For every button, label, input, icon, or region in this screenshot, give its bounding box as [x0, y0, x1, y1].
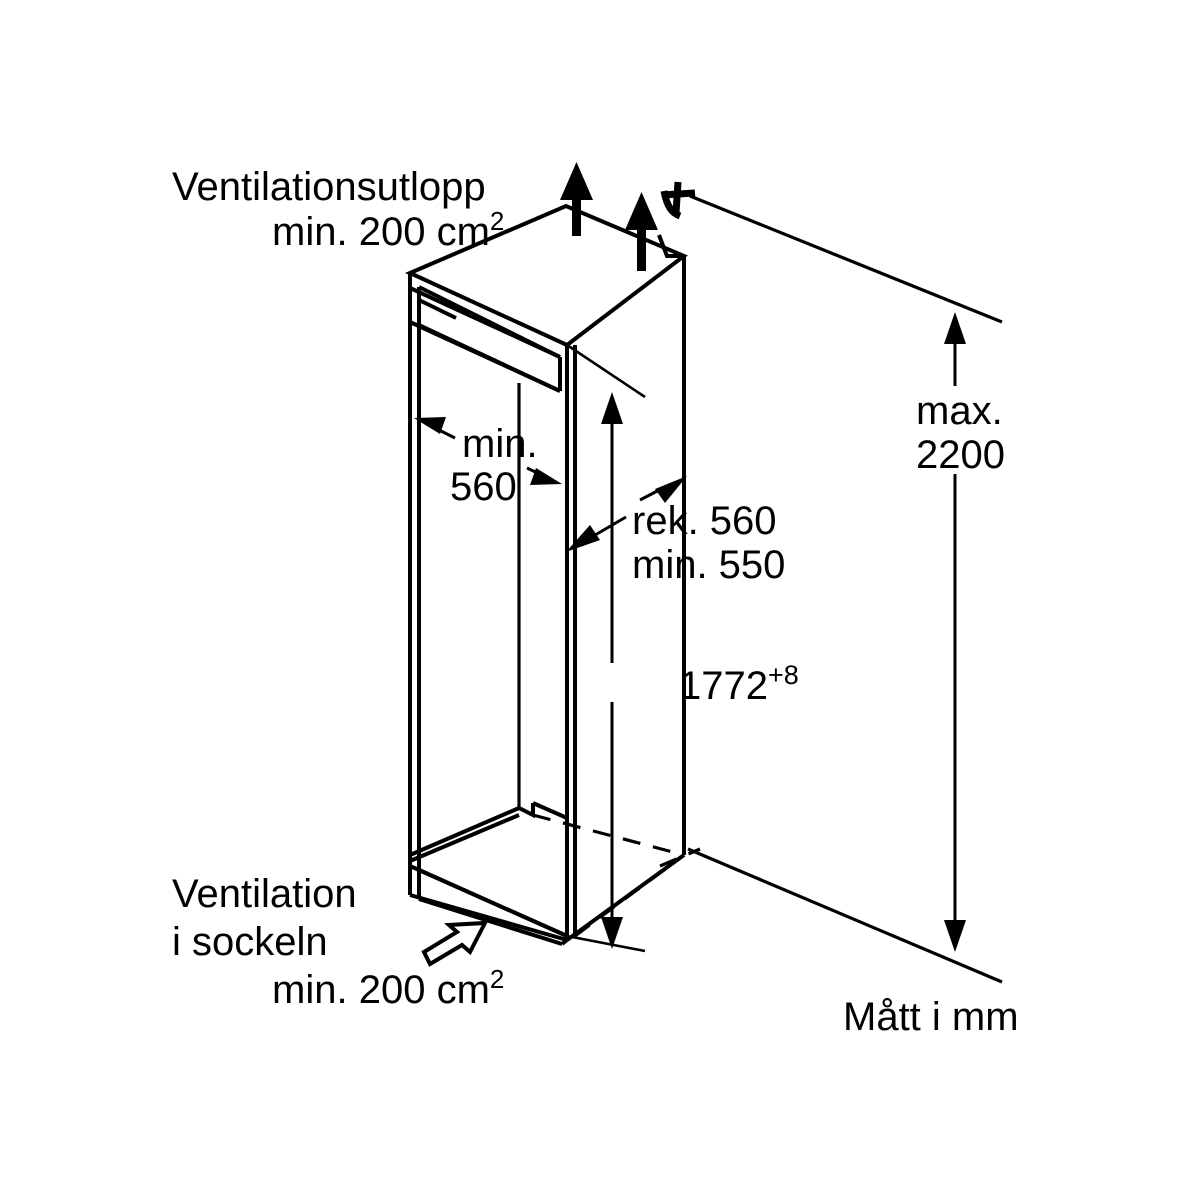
cabinet-bottom-panel — [409, 801, 568, 863]
depth-arrow-lower — [566, 515, 627, 552]
vent-plinth-line1: Ventilation — [172, 872, 357, 916]
max-height-label-line1: max. — [916, 389, 1003, 433]
units-note: Mått i mm — [843, 995, 1019, 1039]
ventilation-outlet-caption: Ventilationsutlopp min. 200 cm2 — [172, 165, 582, 254]
depth-label-line2: min. 550 — [632, 543, 785, 587]
height-value: 1772 — [679, 664, 768, 708]
arrow-up-left-head — [560, 162, 593, 200]
width-arrow-right-head — [530, 468, 562, 485]
bottom-floor-notch-edge — [532, 801, 568, 820]
vent-outlet-line2: min. 200 cm2 — [172, 206, 582, 254]
plinth-vent-arrow-group — [421, 920, 489, 967]
hidden-floor-back-edge — [532, 813, 685, 857]
cabinet-top-front-rail — [408, 285, 562, 393]
units-note-group: Mått i mm — [843, 995, 1019, 1039]
depth-label-line1: rek. 560 — [632, 499, 777, 543]
depth-arrow-lower-head — [566, 525, 600, 552]
dimension-niche-depth: rek. 560 min. 550 — [566, 476, 785, 587]
top-rail-lower-edge-inner — [418, 323, 561, 393]
arrow-up-right-shaft — [637, 215, 646, 271]
vent-outlet-area-text: min. 200 cm — [272, 210, 490, 254]
arrow-outline-right-icon — [421, 920, 489, 967]
width-arrow-right — [526, 466, 562, 485]
upper-leader-line — [689, 194, 1003, 324]
top-notch-edge — [657, 234, 684, 258]
height-lower-extension-line — [566, 934, 646, 953]
height-tolerance: +8 — [768, 660, 799, 690]
width-arrow-left-head — [414, 417, 446, 434]
vent-plinth-area-sup: 2 — [490, 964, 504, 994]
arrow-up-left-shaft — [572, 186, 581, 236]
vent-outlet-area-sup: 2 — [490, 206, 504, 236]
depth-arrow-upper-head — [655, 476, 687, 503]
arrow-up-icon-left — [560, 162, 593, 236]
dimension-niche-height: 1772+8 — [566, 343, 877, 953]
max-height-label-line2: 2200 — [916, 433, 1005, 477]
vent-plinth-line2: i sockeln — [172, 920, 328, 964]
width-arrow-left — [414, 417, 456, 440]
dimension-max-height: max. 2200 — [687, 312, 1005, 984]
break-mark-curve — [660, 190, 682, 220]
cabinet-body — [405, 203, 701, 946]
bottom-floor-left-edges — [409, 803, 535, 857]
vent-plinth-area-text: min. 200 cm — [272, 968, 490, 1012]
vent-outlet-line1: Ventilationsutlopp — [172, 165, 486, 209]
break-mark-icon — [660, 181, 696, 220]
arrow-up-right-head — [625, 192, 658, 230]
lower-leader-line — [687, 847, 1003, 984]
width-label-line1: min. — [462, 422, 538, 466]
dimension-niche-width: min. 560 — [414, 417, 562, 509]
plinth-rail-right-cap — [560, 938, 569, 946]
ventilation-outlet-group — [560, 162, 1003, 324]
plinth-rail-upper-edge-inner — [418, 868, 568, 938]
max-height-arrow-bottom-head — [944, 920, 966, 952]
width-label-line2: 560 — [450, 465, 517, 509]
height-upper-extension-line — [566, 343, 646, 399]
height-arrow-top-head — [601, 392, 623, 424]
height-arrow-bottom-head — [601, 917, 623, 949]
top-rail-upper-edge-inner — [418, 285, 561, 359]
bottom-floor-left-edge-2 — [409, 813, 520, 863]
plinth-rail-lower-edge-inner — [418, 897, 563, 946]
max-height-arrow-top-head — [944, 312, 966, 344]
cabinet-front-left-frame — [408, 273, 421, 899]
depth-arrow-upper — [639, 476, 687, 503]
vent-plinth-line3: min. 200 cm2 — [172, 964, 582, 1012]
cabinet-bottom-front-rail — [408, 864, 569, 946]
cabinet-right-panel — [565, 256, 686, 942]
height-label: 1772+8 — [579, 660, 877, 708]
hidden-floor-front-edge — [574, 853, 685, 938]
top-rail-gusset — [418, 298, 457, 320]
ventilation-plinth-caption: Ventilation i sockeln min. 200 cm2 — [172, 872, 582, 1012]
arrow-up-icon-right — [625, 192, 658, 271]
